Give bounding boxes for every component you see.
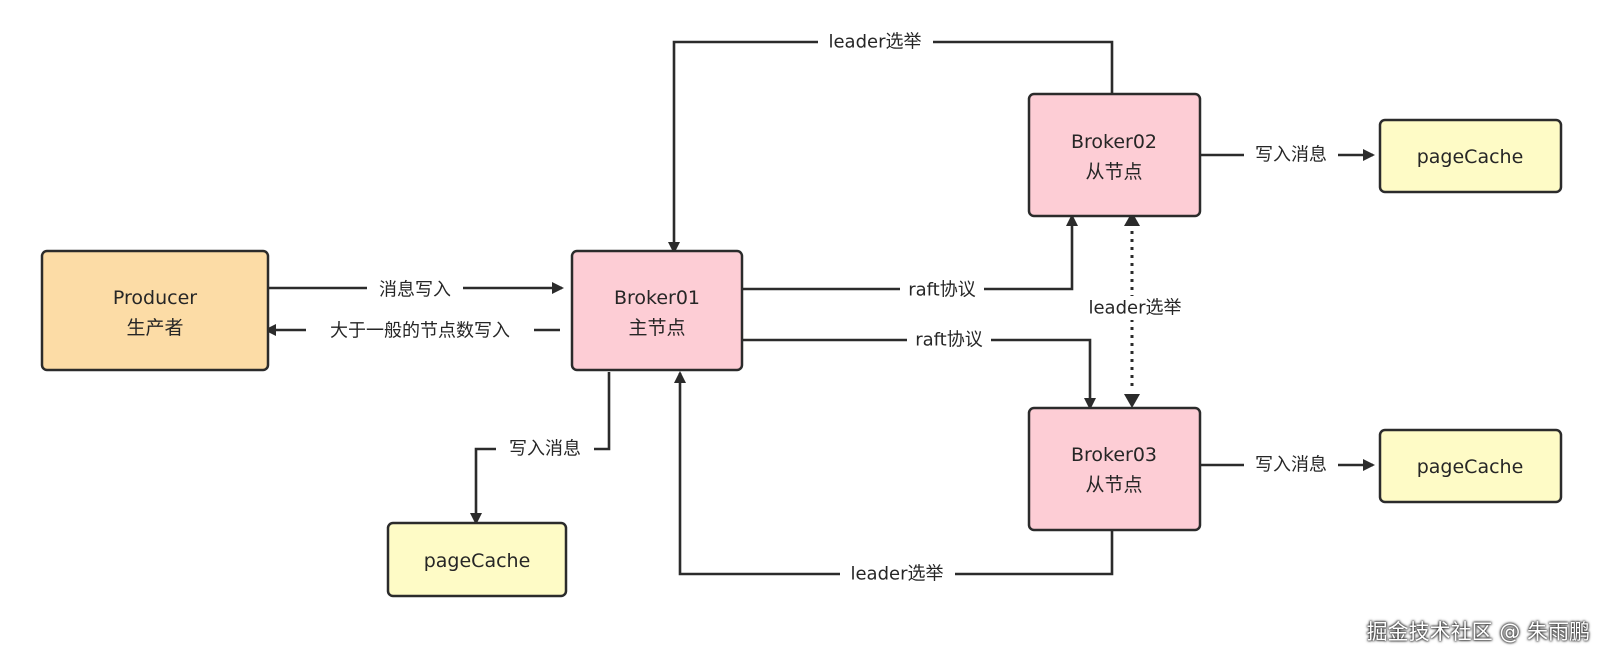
producer-box (40, 249, 270, 372)
broker03-subtitle: 从节点 (1085, 474, 1142, 496)
svg-text:写入消息: 写入消息 (509, 439, 581, 460)
pagecache-broker03-box (1378, 428, 1563, 504)
broker01-subtitle: 主节点 (628, 317, 685, 339)
broker02-box (1027, 92, 1202, 218)
broker01-title: Broker01 (614, 287, 700, 309)
pagecache-broker02-label: pageCache (1417, 146, 1524, 168)
broker02-node: Broker02 从节点 (1027, 92, 1202, 218)
producer-node: Producer 生产者 (40, 249, 270, 372)
svg-text:写入消息: 写入消息 (1255, 145, 1327, 166)
broker03-node: Broker03 从节点 (1027, 406, 1202, 532)
broker01-node: Broker01 主节点 (570, 249, 744, 372)
label-broker01-to-broker03: raft协议 (907, 328, 991, 352)
svg-text:raft协议: raft协议 (908, 280, 976, 301)
watermark: 掘金技术社区 @ 朱雨鹏 (1366, 620, 1590, 644)
label-broker02-broker03-election: leader选举 (1077, 296, 1193, 320)
broker03-title: Broker03 (1071, 444, 1157, 466)
label-broker01-to-pagecache: 写入消息 (496, 437, 594, 461)
broker03-box (1027, 406, 1202, 532)
pagecache-main-box (386, 521, 568, 598)
label-producer-to-broker01: 消息写入 (367, 278, 463, 302)
edge-broker01-to-broker03 (730, 338, 1096, 410)
svg-text:raft协议: raft协议 (915, 330, 983, 351)
pagecache-broker02-box (1378, 118, 1563, 194)
label-broker02-to-pagecache: 写入消息 (1244, 143, 1338, 167)
election-arrowhead-up (1124, 212, 1140, 226)
svg-text:leader选举: leader选举 (828, 32, 921, 53)
svg-text:leader选举: leader选举 (850, 564, 943, 585)
pagecache-broker02-node: pageCache (1378, 118, 1563, 194)
broker02-subtitle: 从节点 (1085, 161, 1142, 183)
broker02-title: Broker02 (1071, 131, 1157, 153)
producer-title: Producer (113, 287, 197, 309)
svg-text:写入消息: 写入消息 (1255, 455, 1327, 476)
pagecache-main-label: pageCache (424, 550, 531, 572)
svg-text:消息写入: 消息写入 (379, 280, 451, 301)
label-broker02-election: leader选举 (818, 30, 933, 54)
broker01-box (570, 249, 744, 372)
label-broker03-election: leader选举 (840, 562, 955, 586)
svg-text:大于一般的节点数写入: 大于一般的节点数写入 (330, 321, 510, 342)
election-arrowhead-down (1124, 394, 1140, 408)
svg-text:leader选举: leader选举 (1088, 298, 1181, 319)
label-broker03-to-pagecache: 写入消息 (1244, 453, 1338, 477)
producer-subtitle: 生产者 (126, 317, 183, 339)
edge-broker01-to-broker02 (730, 214, 1078, 291)
pagecache-main-node: pageCache (386, 521, 568, 598)
label-broker01-to-producer: 大于一般的节点数写入 (306, 319, 534, 343)
pagecache-broker03-node: pageCache (1378, 428, 1563, 504)
pagecache-broker03-label: pageCache (1417, 456, 1524, 478)
label-broker01-to-broker02: raft协议 (900, 278, 984, 302)
